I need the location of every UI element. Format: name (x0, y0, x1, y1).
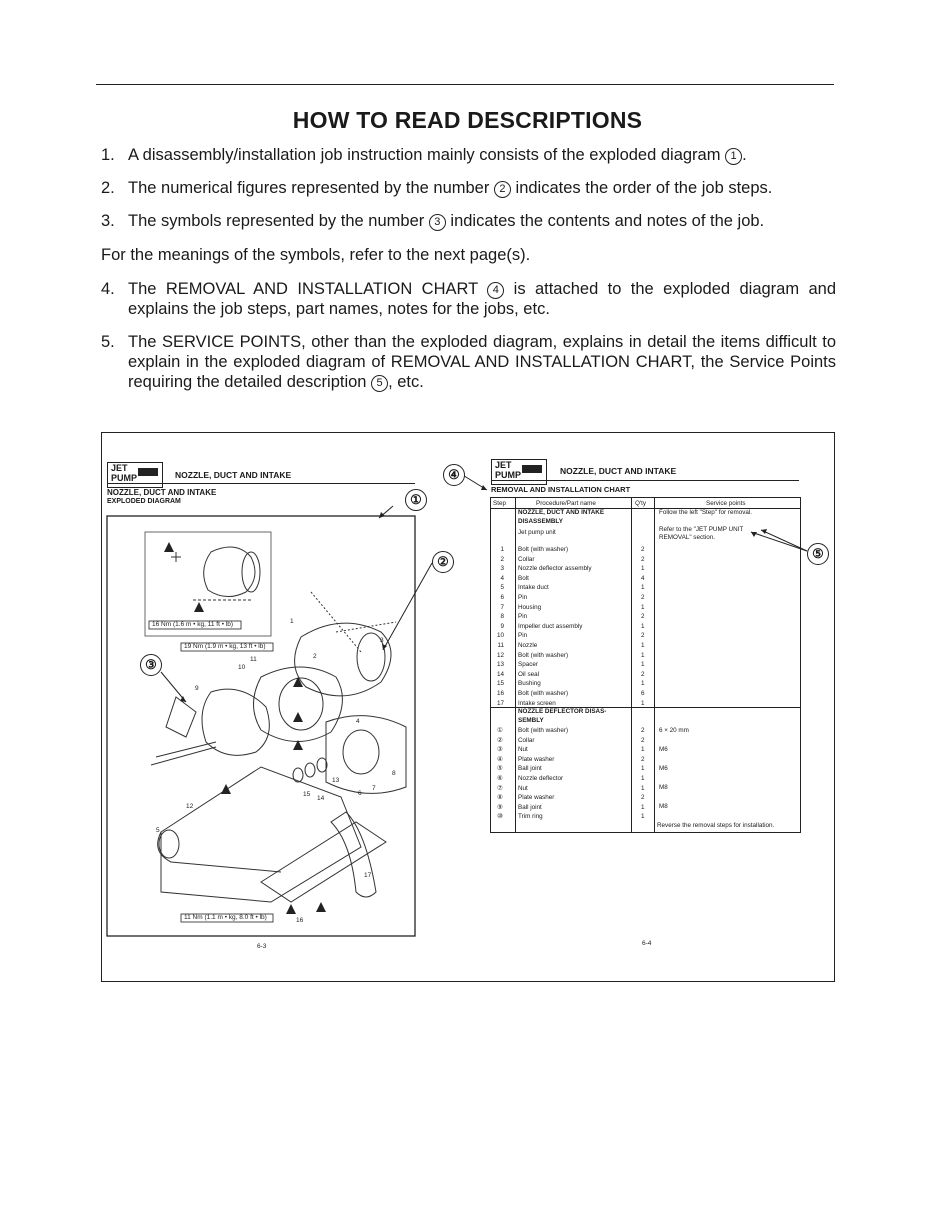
callout-label: 14 (317, 795, 325, 802)
item-number: 2. (101, 179, 115, 197)
left-header: NOZZLE, DUCT AND INTAKE (175, 470, 292, 480)
left-page-number: 6-3 (257, 943, 267, 950)
section-1-parts: Bolt (with washer) Collar Nozzle deflect… (518, 546, 592, 707)
section-2-steps: ① ② ③ ④ ⑤ ⑥ ⑦ ⑧ ⑨ ⑩ (497, 727, 503, 821)
note-text: For the meanings of the symbols, refer t… (101, 246, 531, 264)
col-header-step: Step (493, 500, 506, 507)
top-rule (96, 84, 834, 85)
callout-label: 15 (303, 791, 311, 798)
right-page-number: 6-4 (642, 940, 652, 947)
section-2-title: NOZZLE DEFLECTOR DISAS- SEMBLY (518, 708, 607, 724)
callout-label: 11 (250, 656, 257, 663)
service-point-5: M6 (659, 765, 668, 772)
callout-label: 3 (380, 637, 384, 644)
marker-1: ① (405, 489, 427, 511)
service-point-4: M6 (659, 746, 668, 753)
service-point-6: M8 (659, 784, 668, 791)
item-text: The symbols represented by the number 3 … (128, 212, 765, 231)
section-1-qty: 2 2 1 4 1 2 1 2 1 2 1 1 1 2 1 6 1 (641, 546, 645, 707)
service-point-2: Refer to the "JET PUMP UNIT REMOVAL" sec… (659, 526, 744, 541)
callout-label: 10 (238, 664, 246, 671)
item-number: 5. (101, 333, 115, 351)
page-title: HOW TO READ DESCRIPTIONS (292, 107, 643, 133)
marker-circle: 5 (371, 375, 389, 392)
callout-label: 7 (372, 785, 376, 792)
marker-4: ④ (443, 464, 465, 486)
marker-3: ③ (140, 654, 162, 676)
list-item-5: 5. The SERVICE POINTS, other than the ex… (101, 332, 836, 392)
removal-installation-chart: Step Procedure/Part name Q'ty Service po… (490, 497, 801, 833)
marker-2: ② (432, 551, 454, 573)
item-text: The REMOVAL AND INSTALLATION CHART 4 is … (128, 280, 836, 318)
service-point-8: Reverse the removal steps for installati… (657, 822, 775, 829)
item-text: A disassembly/installation job instructi… (128, 146, 747, 165)
left-subtitle-2: EXPLODED DIAGRAM (107, 498, 181, 505)
section-1-pre: Jet pump unit (518, 529, 556, 536)
list-item-1: 1. A disassembly/installation job instru… (101, 145, 836, 165)
section-2-qty: 2 2 1 2 1 1 1 2 1 1 (641, 727, 645, 821)
callout-label: 2 (313, 653, 317, 660)
marker-circle: 1 (725, 148, 743, 165)
marker-circle: 4 (487, 282, 505, 299)
col-header-service: Service points (706, 500, 746, 507)
section-1-steps: 1 2 3 4 5 6 7 8 9 10 11 12 13 14 15 16 1… (497, 546, 505, 707)
callout-label: 1 (290, 618, 294, 625)
item-number: 1. (101, 146, 115, 164)
callout-label: 16 (296, 917, 304, 924)
torque-spec-1: 16 Nm (1.6 m • kg, 11 ft • lb) (152, 621, 234, 628)
right-header-rule (491, 480, 799, 481)
service-point-7: M8 (659, 803, 668, 810)
example-figure-frame (101, 432, 835, 982)
callout-label: 17 (364, 872, 372, 879)
section-2-parts: Bolt (with washer) Collar Nut Plate wash… (518, 727, 569, 821)
callout-label: 4 (356, 718, 360, 725)
item-number: 3. (101, 212, 115, 230)
marker-circle: 3 (428, 214, 446, 231)
item-text: The numerical figures represented by the… (128, 179, 773, 198)
marker-5: ⑤ (807, 543, 829, 565)
list-item-2: 2. The numerical figures represented by … (101, 178, 836, 198)
list-item-4: 4. The REMOVAL AND INSTALLATION CHART 4 … (101, 279, 836, 319)
section-1-title: NOZZLE, DUCT AND INTAKE DISASSEMBLY (518, 509, 605, 525)
torque-spec-3: 11 Nm (1.1 m • kg, 8.0 ft • lb) (184, 914, 267, 921)
torque-spec-2: 19 Nm (1.9 m • kg, 13 ft • lb) (184, 643, 266, 650)
item-number: 4. (101, 280, 115, 298)
exploded-diagram (106, 473, 808, 937)
callout-label: 12 (186, 803, 194, 810)
callout-label: 8 (392, 770, 396, 777)
chart-title: REMOVAL AND INSTALLATION CHART (491, 485, 631, 494)
callout-label: 6 (358, 790, 362, 797)
left-subtitle: NOZZLE, DUCT AND INTAKE (107, 488, 217, 497)
item-text: The SERVICE POINTS, other than the explo… (128, 333, 836, 392)
service-point-1: Follow the left "Step" for removal. (659, 509, 753, 516)
marker-circle: 2 (493, 181, 511, 198)
callout-label: 13 (332, 777, 340, 784)
list-item-3: 3. The symbols represented by the number… (101, 211, 836, 231)
col-header-qty: Q'ty (635, 500, 646, 507)
left-header-rule (107, 483, 415, 484)
callout-label: 9 (195, 685, 199, 692)
col-header-part: Procedure/Part name (536, 500, 596, 507)
callout-label: 5 (156, 827, 160, 834)
right-header: NOZZLE, DUCT AND INTAKE (560, 466, 677, 476)
service-point-3: 6 × 20 mm (659, 727, 689, 734)
